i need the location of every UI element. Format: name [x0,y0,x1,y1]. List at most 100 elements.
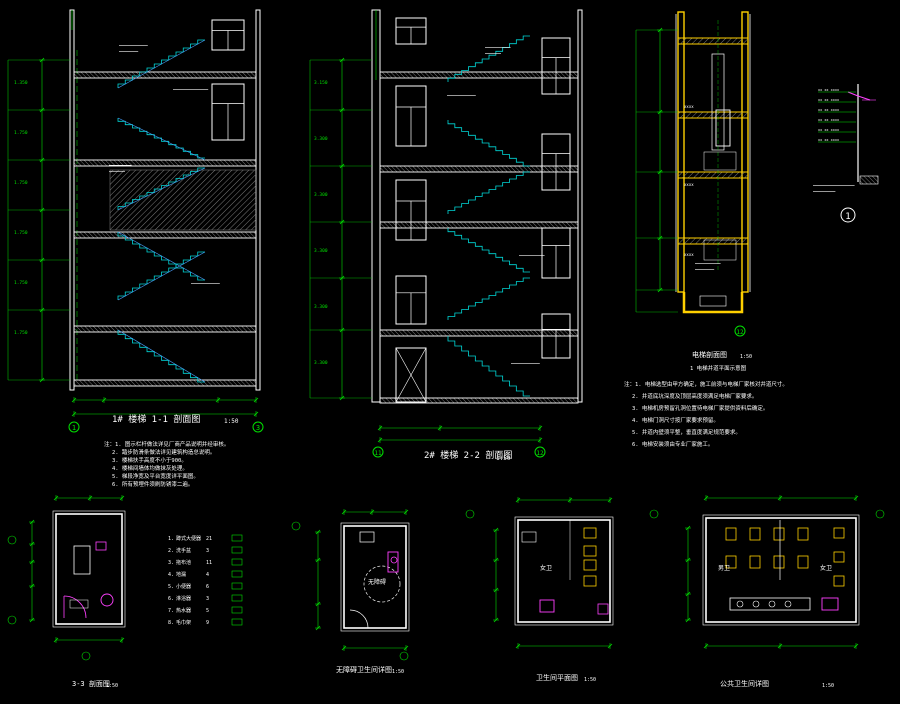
svg-text:3.150: 3.150 [314,80,328,86]
axis-bubble-3 [252,421,264,433]
svg-text:3.300: 3.300 [314,136,328,142]
legend-name: 地漏 [176,571,186,578]
legend-number: 4. [168,572,174,578]
svg-text:1.750: 1.750 [14,280,28,286]
note-line: 6. 电梯安装须由专业厂家施工。 [632,440,713,448]
svg-text:xxxx: xxxx [684,252,694,257]
legend-number: 2. [168,548,174,554]
plan6-title: 公共卫生间详图 [720,679,769,688]
public-toilet-plan [649,495,885,649]
note-line: 3. 电梯机房预留孔洞位置待电梯厂家提供资料后确定。 [632,404,768,412]
note-line: 6. 所有预埋件须刷防锈漆二遍。 [112,480,193,488]
svg-text:xx xx xxxx: xx xx xxxx [818,88,839,92]
note-line: 4. 楼梯间墙体均做抹灰处理。 [112,464,188,472]
svg-text:xx xx xxxx: xx xx xxxx [818,138,839,142]
plan4-room-label: 无障碍 [368,578,386,586]
note-line: 5. 梯段净宽及平台宽度详平面图。 [112,472,199,480]
legend-code: 3 [206,548,209,554]
svg-text:xx xx xxxx: xx xx xxxx [818,108,839,112]
elevator-subtitle: 1 电梯井道平面示意图 [690,364,747,372]
legend-name: 洗手盆 [176,547,191,554]
svg-text:xx xx xxxx: xx xx xxxx [818,128,839,132]
note-line: 注：1. 图示栏杆做法详见厂商产品说明并经审核。 [104,440,229,448]
legend-code: 4 [206,572,209,578]
axis-bubble-1 [68,421,80,433]
plan4-title: 无障碍卫生间详图 [336,665,392,674]
svg-text:xx xx xxxx: xx xx xxxx [818,98,839,102]
section1-title: 1# 楼梯 1-1 剖面图 [112,413,200,425]
axis-label-elevator: 12 [736,329,744,336]
stair-section-2-2: 3.150 3.300 3.300 3.300 3.300 3.300 [309,9,583,443]
svg-text:xxxx: xxxx [684,182,694,187]
legend-code: 3 [206,596,209,602]
legend-number: 6. [168,596,174,602]
plan5-title: 卫生间平面图 [536,673,578,682]
legend-number: 7. [168,608,174,614]
svg-text:3.300: 3.300 [314,248,328,254]
svg-text:1.750: 1.750 [14,180,28,186]
svg-text:xx xx xxxx: xx xx xxxx [818,118,839,122]
axis-label-1: 1 [72,424,76,432]
svg-text:1.350: 1.350 [14,80,28,86]
plan6-room-label-right: 女卫 [820,564,832,572]
plan5-scale: 1:50 [584,677,596,683]
note-line: 3. 楼梯扶手高度不小于900。 [112,456,187,464]
detail-bubble [840,207,856,223]
legend-name: 蹲式大便器 [176,535,201,542]
plan6-scale: 1:50 [822,683,834,689]
note-line: 2. 井道底坑深度及顶层高度须满足电梯厂家要求。 [632,392,757,400]
legend-number: 5. [168,584,174,590]
legend-code: 21 [206,536,212,542]
legend-code: 11 [206,560,212,566]
note-line: 2. 踏步防滑条做法详见建筑构造总说明。 [112,448,215,456]
stair-section-1-1: 1.350 1.750 1.750 1.750 1.750 1.750 [7,9,261,417]
legend-code: 6 [206,584,209,590]
elevator-title: 电梯剖面图 [692,350,727,359]
section2-scale: 1:50 [496,455,511,462]
svg-text:3.300: 3.300 [314,360,328,366]
railing-detail: xx xx xxxx xx xx xxxx xx xx xxxx xx xx xxxx… [813,84,879,192]
svg-text:1.750: 1.750 [14,330,28,336]
axis-label-3: 3 [256,424,260,432]
legend-number: 1. [168,536,174,542]
note-line: 5. 井道内壁须平整，垂直度满足规范要求。 [632,428,741,436]
section2-title: 2# 楼梯 2-2 剖面图 [424,449,512,461]
legend-name: 拖布池 [176,559,191,566]
legend-name: 毛巾架 [176,619,191,626]
accessible-toilet-plan [291,509,410,661]
legend-code: 5 [206,608,209,614]
note-line: 注：1. 电梯选型由甲方确定，施工前须与电梯厂家核对井道尺寸。 [624,380,788,388]
plan3-title: 3-3 剖面图 [72,679,110,688]
axis-label-11: 11 [374,450,382,457]
svg-text:3.300: 3.300 [314,304,328,310]
legend-name: 淋浴器 [176,595,191,602]
plan6-room-label-left: 男卫 [718,565,730,572]
legend-name: 热水器 [176,607,191,614]
elevator-notes: 注：1. 电梯选型由甲方确定，施工前须与电梯厂家核对井道尺寸。 2. 井道底坑深… [624,380,788,448]
legend-number: 8. [168,620,174,626]
svg-text:1.750: 1.750 [14,230,28,236]
axis-bubble-12 [534,446,546,458]
svg-text:3.300: 3.300 [314,192,328,198]
legend-number: 3. [168,560,174,566]
legend-name: 小便器 [176,583,191,590]
elevator-scale: 1:50 [740,354,752,360]
axis-bubble-11 [372,446,384,458]
svg-text:1.750: 1.750 [14,130,28,136]
toilet-plan [465,497,614,649]
section1-scale: 1:50 [224,418,239,425]
axis-bubble-elevator [734,325,746,337]
fixture-legend: 1.蹲式大便器 21 2.洗手盆 3 3.拖布池 11 4.地漏 4 5.小便器 6 6.淋浴器 3 7… [168,534,243,626]
note-line: 4. 电梯门洞尺寸按厂家要求预留。 [632,416,719,424]
legend-code: 9 [206,620,209,626]
plan4-scale: 1:50 [392,669,404,675]
plan-3-3 [7,495,126,661]
section1-notes: 注：1. 图示栏杆做法详见厂商产品说明并经审核。 2. 踏步防滑条做法详见建筑构… [104,440,229,488]
plan3-scale: 1:50 [106,683,118,689]
axis-label-12: 12 [536,450,544,457]
detail-label: 1 [845,212,850,222]
plan5-room-label: 女卫 [540,564,552,572]
